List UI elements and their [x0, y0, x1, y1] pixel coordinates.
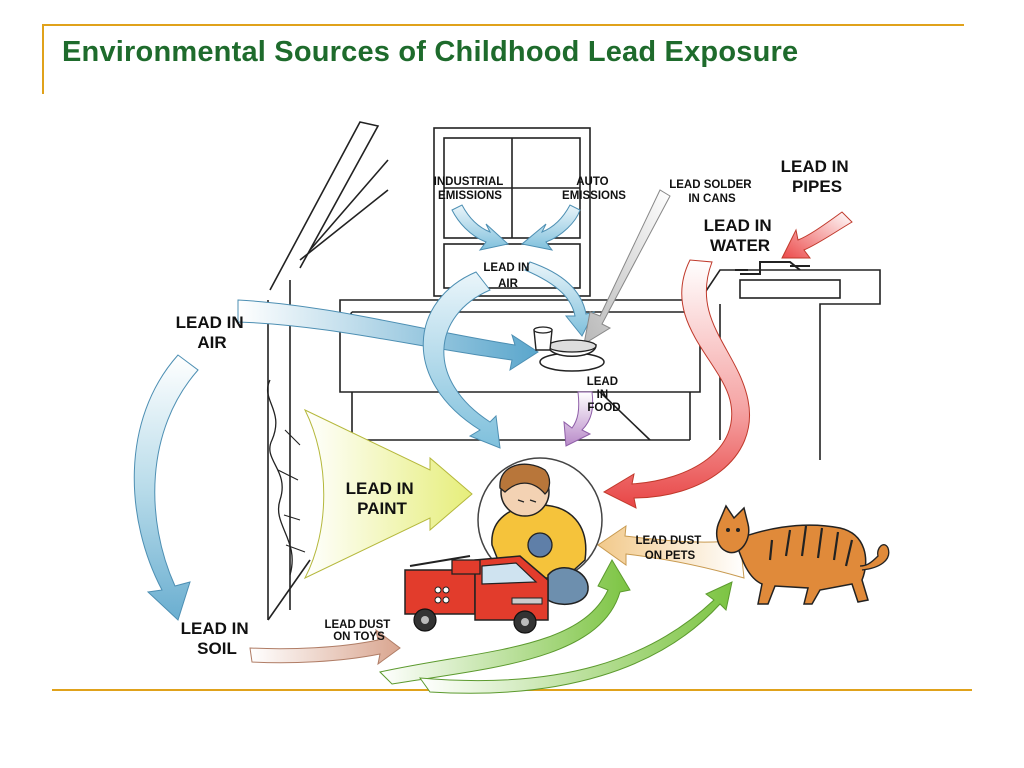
arrow-water-to-child	[602, 259, 750, 509]
food-bowl-icon	[539, 339, 605, 372]
arrow-paint-to-child	[303, 408, 473, 580]
slide-title: Environmental Sources of Childhood Lead …	[62, 36, 799, 68]
label-lead-dust-on-pets: LEAD DUST ON PETS	[635, 535, 704, 562]
title-accent-left-rule	[42, 24, 44, 94]
label-lead-in-air-window: LEAD IN AIR	[483, 262, 532, 290]
arrow-solder-to-food	[583, 189, 671, 346]
label-lead-in-paint: LEAD IN PAINT	[346, 479, 419, 518]
label-industrial-emissions: INDUSTRIAL EMISSIONS	[434, 176, 507, 202]
arrow-window-air-to-child	[422, 271, 501, 449]
label-lead-dust-on-toys: LEAD DUST ON TOYS	[324, 619, 393, 643]
arrow-soil-green-to-child	[379, 558, 631, 685]
label-lead-in-air-outdoor: LEAD IN AIR	[176, 313, 249, 352]
arrow-food-to-child	[563, 391, 594, 447]
label-lead-solder-in-cans: LEAD SOLDER IN CANS	[669, 179, 755, 205]
label-lead-in-soil: LEAD IN SOIL	[181, 619, 254, 658]
house-line-art	[266, 121, 881, 621]
label-lead-in-food: LEAD IN FOOD	[587, 376, 622, 414]
arrow-soil-green-to-pets	[418, 581, 733, 694]
arrow-pipes-to-water	[781, 211, 853, 259]
toy-fire-truck-icon	[404, 555, 549, 634]
title-accent-top-rule	[42, 24, 964, 26]
arrow-window-air-to-food	[524, 261, 595, 337]
arrow-pets-to-child	[597, 524, 745, 579]
arrow-industrial-emissions	[451, 204, 510, 251]
arrow-air-to-food	[237, 299, 539, 372]
cat-icon	[715, 504, 890, 605]
cup-icon	[533, 326, 553, 351]
arrow-air-to-soil	[133, 354, 199, 621]
arrow-soil-to-toys	[249, 628, 401, 666]
arrow-auto-emissions	[520, 204, 581, 251]
label-auto-emissions: AUTO EMISSIONS	[562, 176, 626, 202]
label-lead-in-pipes: LEAD IN PIPES	[781, 157, 854, 196]
label-lead-in-water: LEAD IN WATER	[704, 216, 777, 255]
